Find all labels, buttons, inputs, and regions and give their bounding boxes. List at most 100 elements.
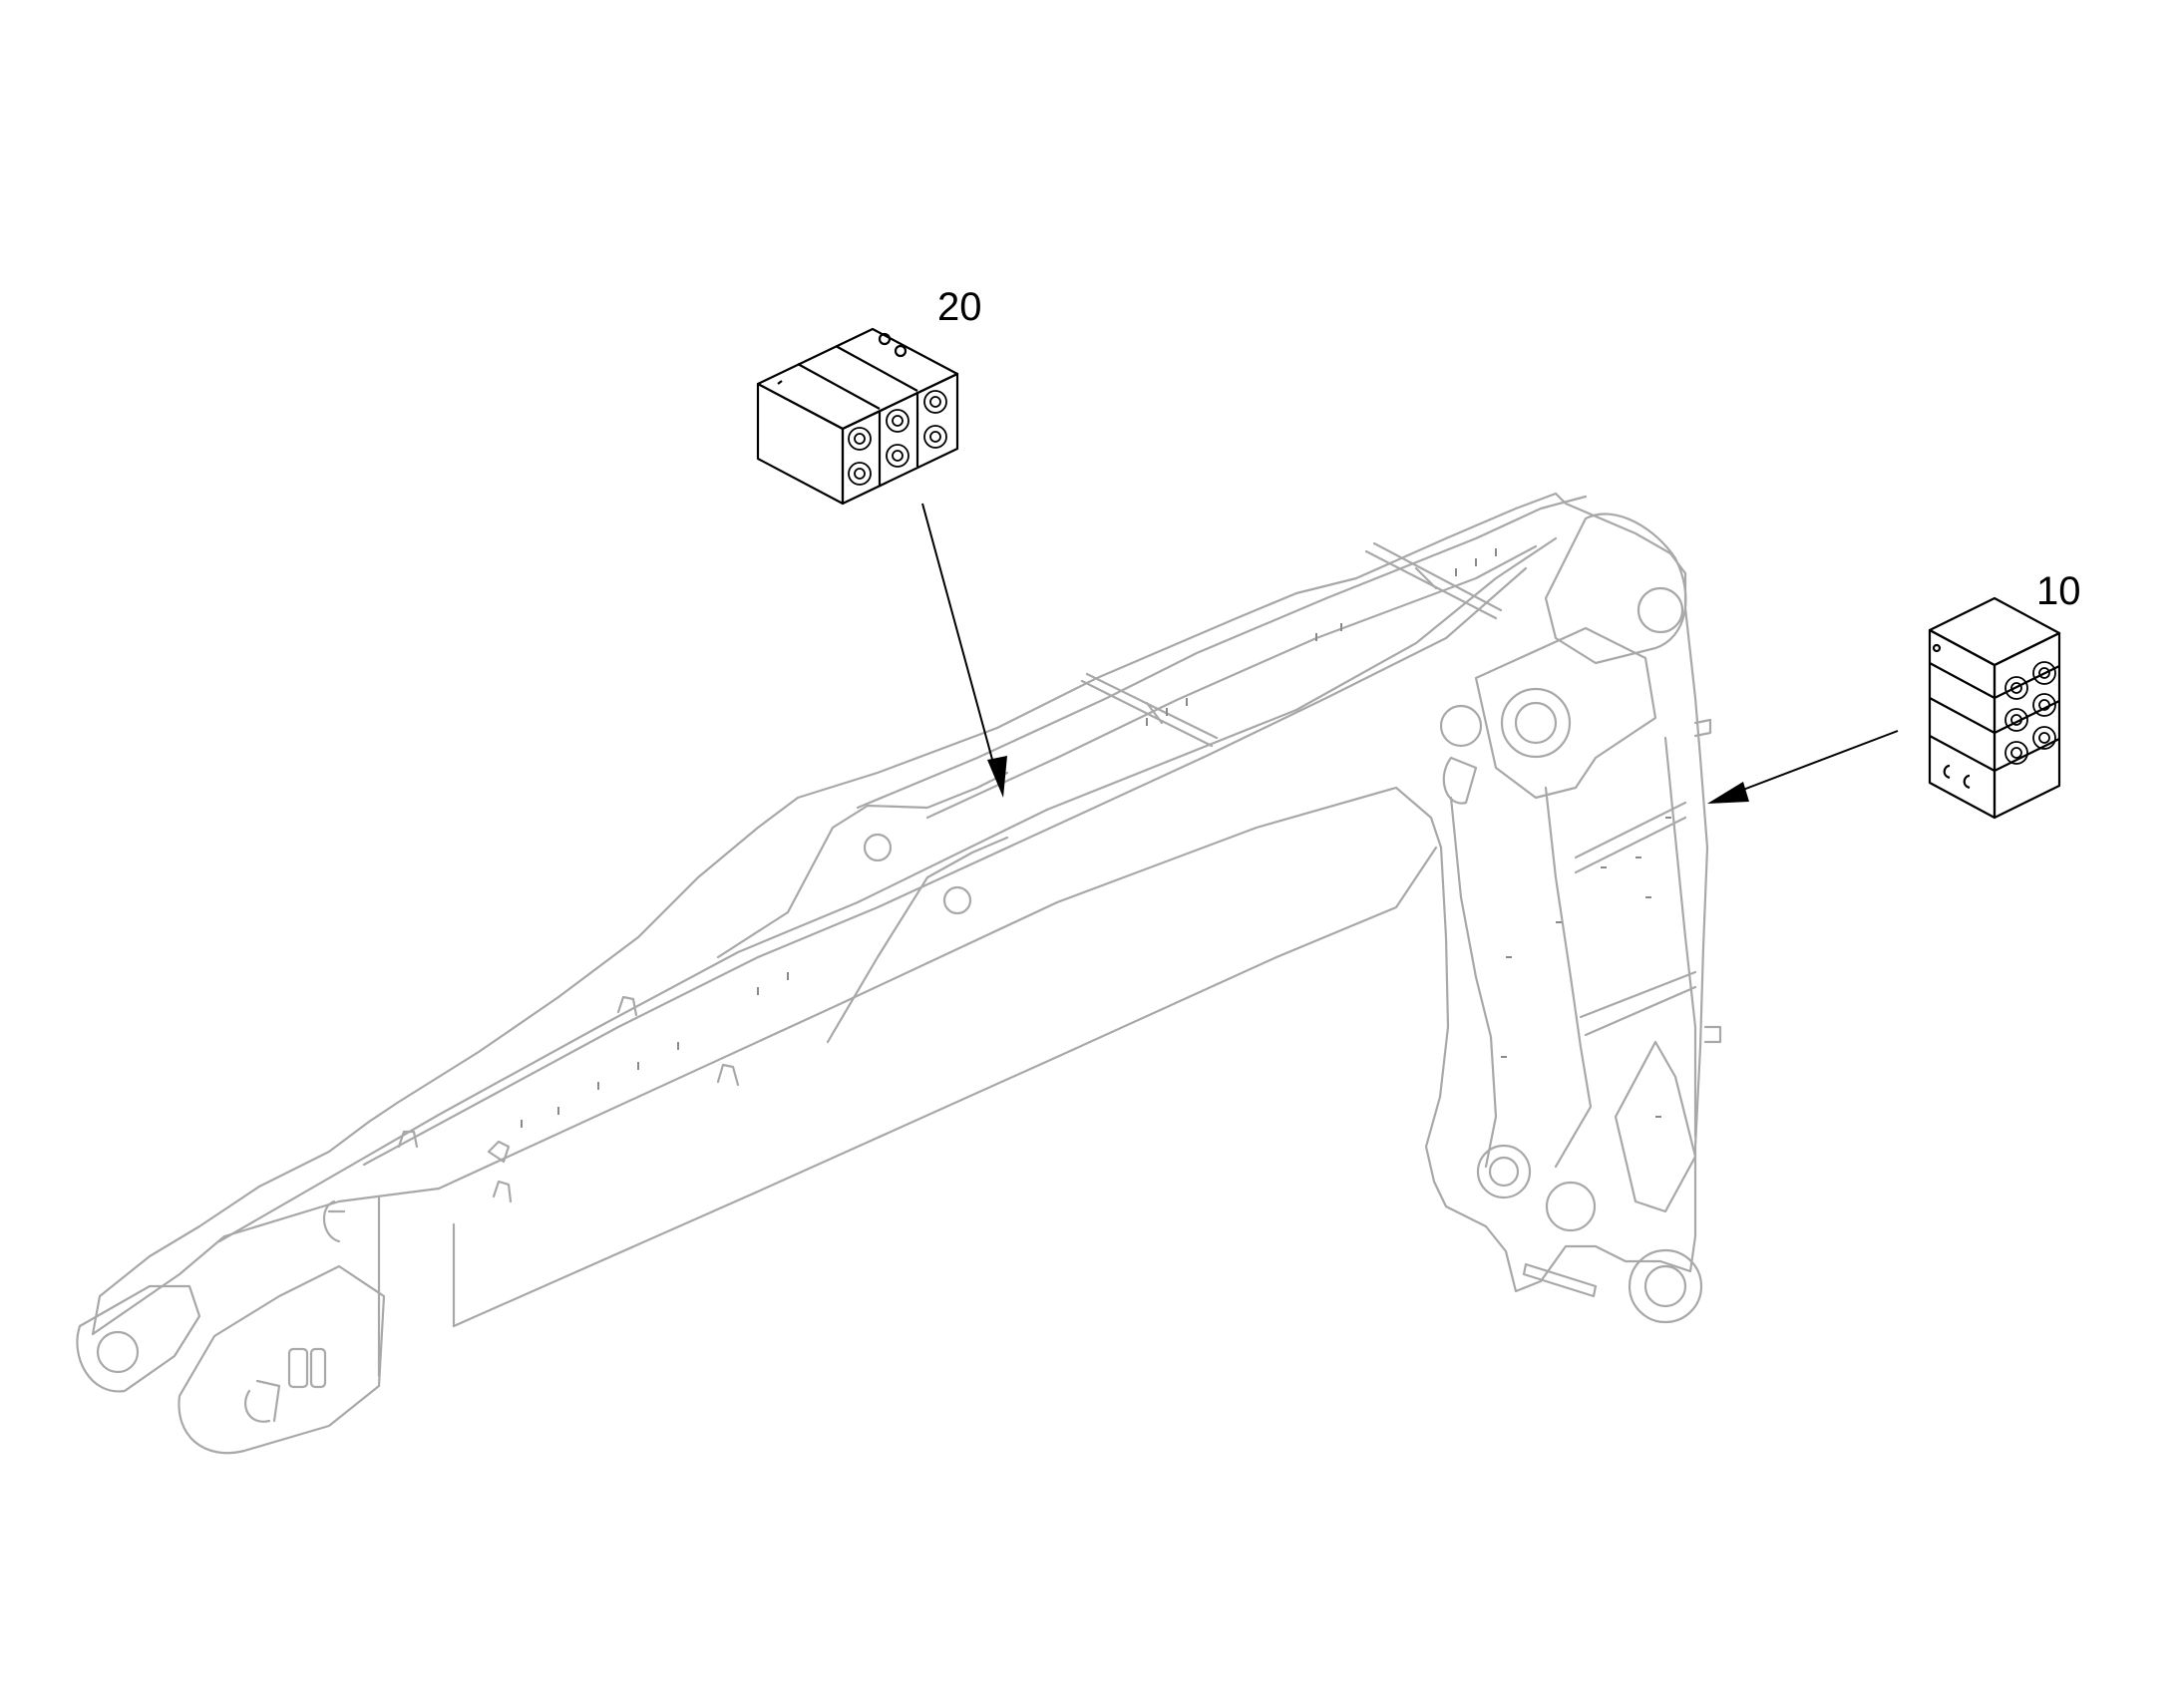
boom-clamp-4 <box>616 995 638 1017</box>
boom-clamp-5 <box>716 1063 740 1087</box>
part-20-top-hole-3 <box>894 344 908 358</box>
part-20-leader-arrowhead <box>987 756 1007 798</box>
boom-vertical-mid-rail <box>1544 786 1593 1169</box>
boom-foot-clip-2 <box>309 1347 327 1389</box>
part-10-lower-hole-1 <box>1943 764 1951 780</box>
part-10-bolt <box>2010 714 2022 726</box>
part-10-leader-line <box>1734 730 1899 794</box>
part-20-bolt <box>848 462 872 486</box>
boom-bottom-eye-left-inner <box>1488 1156 1520 1188</box>
part-20-block <box>756 327 959 506</box>
part-20-top-face <box>756 327 959 431</box>
part-10-lower-hole-2 <box>1963 774 1971 790</box>
callout-label-20: 20 <box>937 285 982 329</box>
part-20-bolt <box>892 415 904 427</box>
boom-head-pin-3 <box>1439 704 1483 748</box>
part-20-bolt <box>886 444 909 468</box>
part-10-right-face <box>1993 631 2061 820</box>
part-10-bolt <box>2032 661 2056 685</box>
part-20-leader-line <box>921 503 998 779</box>
part-20-bolt <box>923 425 947 449</box>
boom-head-pin-2-inner <box>1514 701 1558 745</box>
part-20-leader <box>921 503 1007 798</box>
part-20-top-divider-1 <box>797 363 881 410</box>
part-10-bolt <box>2038 667 2050 679</box>
part-10-bolt <box>2004 708 2028 732</box>
part-20-bolt <box>923 390 947 414</box>
boom-bottom-eye-mid <box>1545 1181 1597 1232</box>
boom-head-pin-1 <box>1636 586 1684 634</box>
boom-upper-plate-edge-2 <box>925 544 1538 820</box>
part-20-bolt <box>854 468 866 480</box>
boom-clamp-3 <box>492 1180 513 1203</box>
part-10-bolt <box>2010 682 2022 694</box>
part-10-bolt <box>2032 726 2056 750</box>
boom-foot-left-lug <box>76 1284 201 1393</box>
boom-head-upper-knuckle <box>1544 512 1687 665</box>
part-20-bolt <box>886 409 909 433</box>
part-20-bolts <box>848 390 947 486</box>
boom-center-hump-2 <box>826 836 1009 1044</box>
boom-bottom-eye-left <box>1476 1144 1532 1199</box>
boom-vertical-right-rail <box>1663 736 1697 1139</box>
boom-bottom-eye-right <box>1628 1248 1703 1324</box>
part-10-bolt <box>2004 741 2028 765</box>
part-10-bolt <box>2032 693 2056 717</box>
boom-upper-plate-edge <box>856 495 1588 810</box>
boom-top-bracket-1 <box>1080 672 1219 748</box>
part-10-front-divider-1 <box>1929 662 1996 699</box>
boom-foot-lug-hook <box>243 1379 281 1423</box>
boom-top-flange-2 <box>362 566 1528 1167</box>
part-10-block <box>1928 596 2061 820</box>
boom-top-flange <box>217 536 1558 1243</box>
part-20-bolt <box>929 431 941 443</box>
part-10-leader <box>1707 730 1899 804</box>
part-20-top-divider-2 <box>835 345 918 392</box>
part-20-bolt <box>854 433 866 445</box>
callout-label-10: 10 <box>2036 569 2081 613</box>
excavator-boom <box>76 492 1722 1455</box>
boom-vertical-left-rail <box>1449 796 1498 1169</box>
boom-clamp-1 <box>397 1130 419 1149</box>
part-10-bolt <box>2038 732 2050 744</box>
boom-bottom-eye-right-inner <box>1643 1264 1687 1308</box>
boom-pivot-hole-2 <box>942 885 972 915</box>
boom-vertical-crossplate-2 <box>1574 801 1687 874</box>
boom-clamp-2 <box>487 1140 511 1164</box>
part-10-bolt <box>2038 699 2050 711</box>
boom-bolt-holes <box>521 548 1671 1128</box>
boom-center-hump <box>716 771 1009 959</box>
part-10-front-divider-2 <box>1929 697 1996 734</box>
boom-right-tab-2 <box>1703 1025 1722 1044</box>
part-20-right-face <box>841 372 959 506</box>
part-10-front-face <box>1928 628 1997 820</box>
boom-head-linkage <box>1474 626 1657 800</box>
boom-vertical-notch <box>1614 1040 1697 1213</box>
boom-right-tab-1 <box>1693 718 1712 738</box>
boom-foot-clip <box>287 1347 309 1389</box>
part-10-bolt <box>2010 747 2022 759</box>
boom-foot-c-bracket <box>322 1199 346 1243</box>
boom-head-pin-2 <box>1500 687 1572 759</box>
boom-foot-right-lug <box>178 1264 386 1455</box>
boom-top-bracket-2 <box>1364 541 1503 620</box>
boom-pivot-hole-1 <box>863 833 893 862</box>
boom-underside <box>452 846 1438 1328</box>
boom-bottom-tab-row <box>1522 1262 1598 1298</box>
boom-head-side-bracket <box>1442 756 1478 805</box>
boom-foot-left-eye <box>96 1330 140 1374</box>
boom-vertical-crossplate <box>1579 970 1697 1037</box>
part-10-bolts <box>2004 661 2056 765</box>
part-20-front-face <box>756 382 845 506</box>
part-20-top-hole-2 <box>878 332 892 346</box>
part-10-bolt <box>2004 676 2028 700</box>
part-10-front-divider-3 <box>1929 735 1996 772</box>
part-20-bolt <box>892 450 904 462</box>
part-10-leader-arrowhead <box>1707 782 1749 804</box>
part-10-top-hole <box>1932 643 1942 653</box>
part-20-bolt <box>848 427 872 451</box>
part-20-bolt <box>929 396 941 408</box>
part-20-top-hole <box>777 380 783 385</box>
boom-lower-outline <box>91 492 1709 1336</box>
